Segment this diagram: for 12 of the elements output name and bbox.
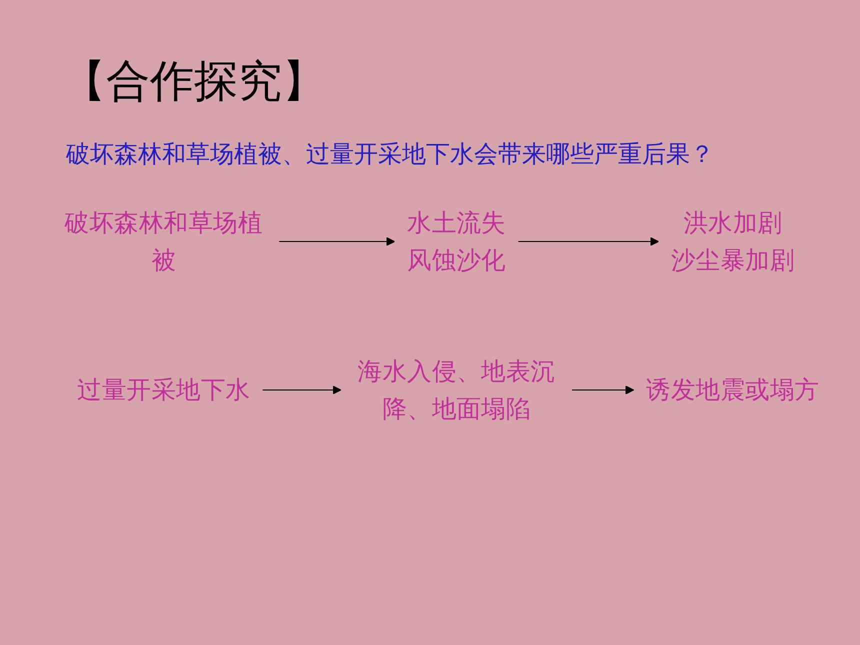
node-text: 洪水加剧 沙尘暴加剧 [670,208,795,275]
arrow [518,237,659,246]
arrow [279,237,396,246]
node-text: 海水入侵、地表沉降、地面塌陷 [358,357,556,423]
arrow [572,385,634,395]
node-text: 水土流失 风蚀沙化 [407,208,506,275]
node-text: 过量开采地下水 [77,376,250,404]
arrow [262,385,342,395]
heading: 【合作探究】 [62,55,326,109]
node-text: 诱发地震或塌方 [646,376,820,404]
question-text: 破坏森林和草场植被、过量开采地下水会带来哪些严重后果？ [66,139,714,170]
node-text: 破坏森林和草场植被 [64,208,263,275]
